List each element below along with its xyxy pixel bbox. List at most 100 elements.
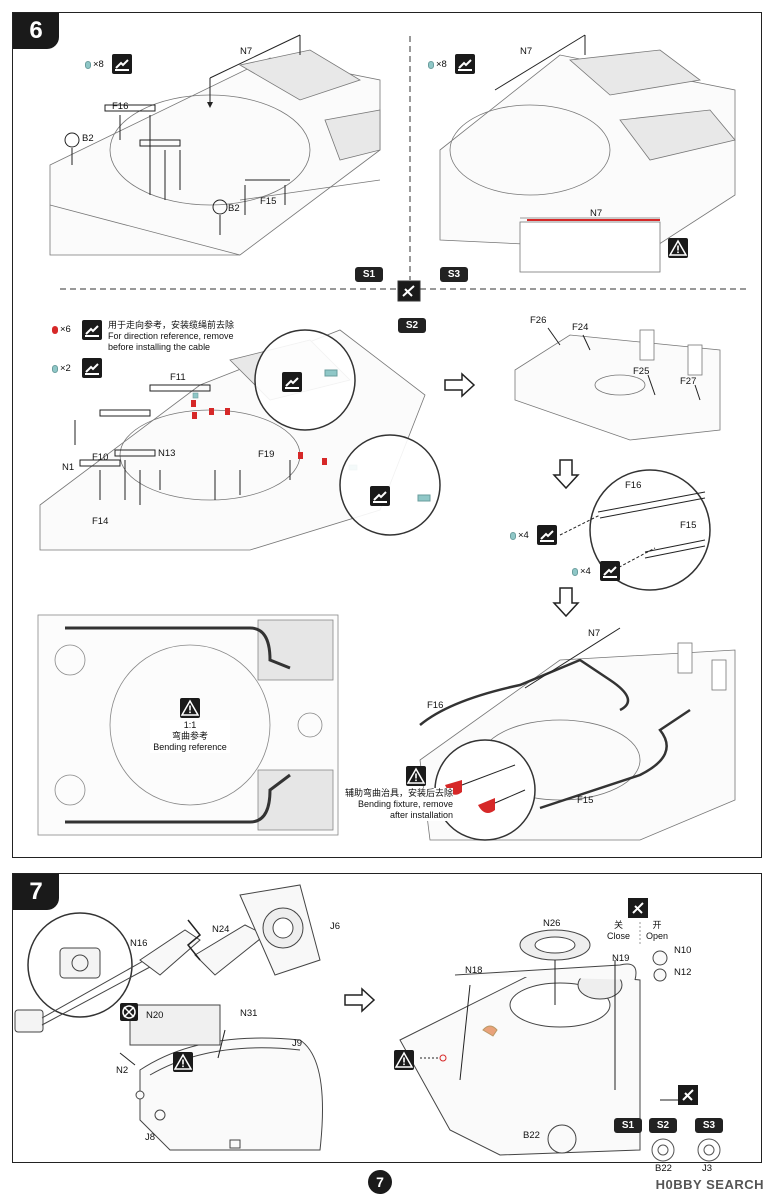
label-n7: N7 (520, 46, 533, 57)
label-f16: F16 (625, 480, 642, 491)
variant-s1-badge: S1 (355, 267, 383, 282)
do-not-glue-icon (120, 1003, 138, 1021)
label-f27: F27 (680, 376, 697, 387)
red-qty: ×6 (60, 324, 71, 335)
teal-part-icon (52, 365, 58, 373)
label-f16: F16 (427, 700, 444, 711)
label-f15: F15 (680, 520, 697, 531)
warning-icon (394, 1050, 414, 1070)
note-en-line2: after installation (389, 810, 454, 820)
teal-part-icon (572, 568, 578, 576)
label-n1: N1 (62, 462, 75, 473)
glue-icon (112, 54, 132, 74)
label-j8: J8 (145, 1132, 156, 1143)
glue-icon (600, 561, 620, 581)
teal-part-icon (85, 61, 91, 69)
variant-s3-badge: S3 (695, 1118, 723, 1133)
label-j6: J6 (330, 921, 341, 932)
step-7-number: 7 (13, 874, 59, 910)
label-f25: F25 (633, 366, 650, 377)
hatch-open-label: 开 Open (646, 920, 668, 942)
parts-middle-right (547, 327, 701, 401)
label-b22: B22 (655, 1163, 672, 1174)
warning-icon (173, 1052, 193, 1072)
label-f15: F15 (260, 196, 277, 207)
label-n12: N12 (674, 967, 692, 978)
note-en: Bending reference (153, 742, 227, 752)
step-6-number: 6 (13, 13, 59, 49)
direction-reference-note: 用于走向参考，安装缆绳前去除 For direction reference, … (108, 320, 234, 353)
variant-s1-badge: S1 (614, 1118, 642, 1133)
flow-arrows (344, 372, 580, 1013)
note-cn: 弯曲参考 (171, 731, 208, 741)
label-n16: N16 (130, 938, 148, 949)
label-n31: N31 (240, 1008, 258, 1019)
label-n19: N19 (612, 953, 630, 964)
hatch-close-label: 关 Close (607, 920, 630, 942)
bending-reference-cable (65, 626, 291, 824)
page-number: 7 (368, 1170, 392, 1194)
note-en-line1: Bending fixture, remove (357, 799, 454, 809)
variant-s3-badge: S3 (440, 267, 468, 282)
label-f10: F10 (92, 452, 109, 463)
note-en-line1: For direction reference, remove (108, 331, 234, 341)
label-n18: N18 (465, 965, 483, 976)
label-n26: N26 (543, 918, 561, 929)
step-6-panel: 6 (12, 12, 762, 858)
glue-icon (370, 486, 390, 506)
warning-icon (668, 238, 688, 258)
label-n7: N7 (588, 628, 601, 639)
label-f24: F24 (572, 322, 589, 333)
hull-top-right (439, 49, 736, 273)
glue-icon (82, 358, 102, 378)
bending-fixture-note: 辅助弯曲治具，安装后去除 Bending fixture, remove aft… (345, 788, 454, 821)
label-f11: F11 (170, 372, 186, 383)
parts-top-left (64, 34, 301, 235)
glue-icon (455, 54, 475, 74)
label-n7: N7 (590, 208, 603, 219)
teal-qty-top-right: ×8 (436, 59, 447, 70)
teal-qty: ×2 (60, 363, 71, 374)
label-j9: J9 (292, 1038, 303, 1049)
teal-qty-f15: ×4 (580, 566, 591, 577)
variant-s2-badge: S2 (398, 318, 426, 333)
teal-part-icon (510, 532, 516, 540)
teal-qty-top-left: ×8 (93, 59, 104, 70)
warning-icon (406, 766, 426, 786)
glue-icon (282, 372, 302, 392)
label-n13: N13 (158, 448, 176, 459)
bending-reference-note: 1:1 弯曲参考 Bending reference (150, 720, 230, 753)
glue-icon (537, 525, 557, 545)
glue-icon (82, 320, 102, 340)
label-f15: F15 (577, 795, 594, 806)
teal-qty-f16: ×4 (518, 530, 529, 541)
label-n10: N10 (674, 945, 692, 956)
label-n24: N24 (212, 924, 230, 935)
watermark-logo: H0BBY SEARCH (655, 1177, 764, 1192)
open-cn: 开 (652, 920, 662, 930)
cable-installed (419, 658, 691, 810)
warning-icon (180, 698, 200, 718)
label-n2: N2 (116, 1065, 129, 1076)
label-n20: N20 (146, 1010, 164, 1021)
variant-s2-badge: S2 (649, 1118, 677, 1133)
label-b22: B22 (523, 1130, 540, 1141)
red-markers (191, 400, 327, 465)
label-f14: F14 (92, 516, 109, 527)
red-part-icon (52, 326, 58, 334)
label-f26: F26 (530, 315, 547, 326)
close-cn: 关 (614, 920, 624, 930)
step-7-panel: 7 (12, 873, 762, 1163)
teal-part-icon (428, 61, 434, 69)
note-en-line2: before installing the cable (108, 342, 211, 352)
scale-label: 1:1 (183, 720, 197, 730)
open-en: Open (646, 931, 669, 941)
close-en: Close (607, 931, 631, 941)
parts-middle-left (74, 384, 291, 505)
note-cn: 辅助弯曲治具，安装后去除 (345, 788, 454, 798)
label-j3: J3 (702, 1163, 713, 1174)
note-cn: 用于走向参考，安装缆绳前去除 (108, 320, 235, 330)
label-f16: F16 (112, 101, 129, 112)
